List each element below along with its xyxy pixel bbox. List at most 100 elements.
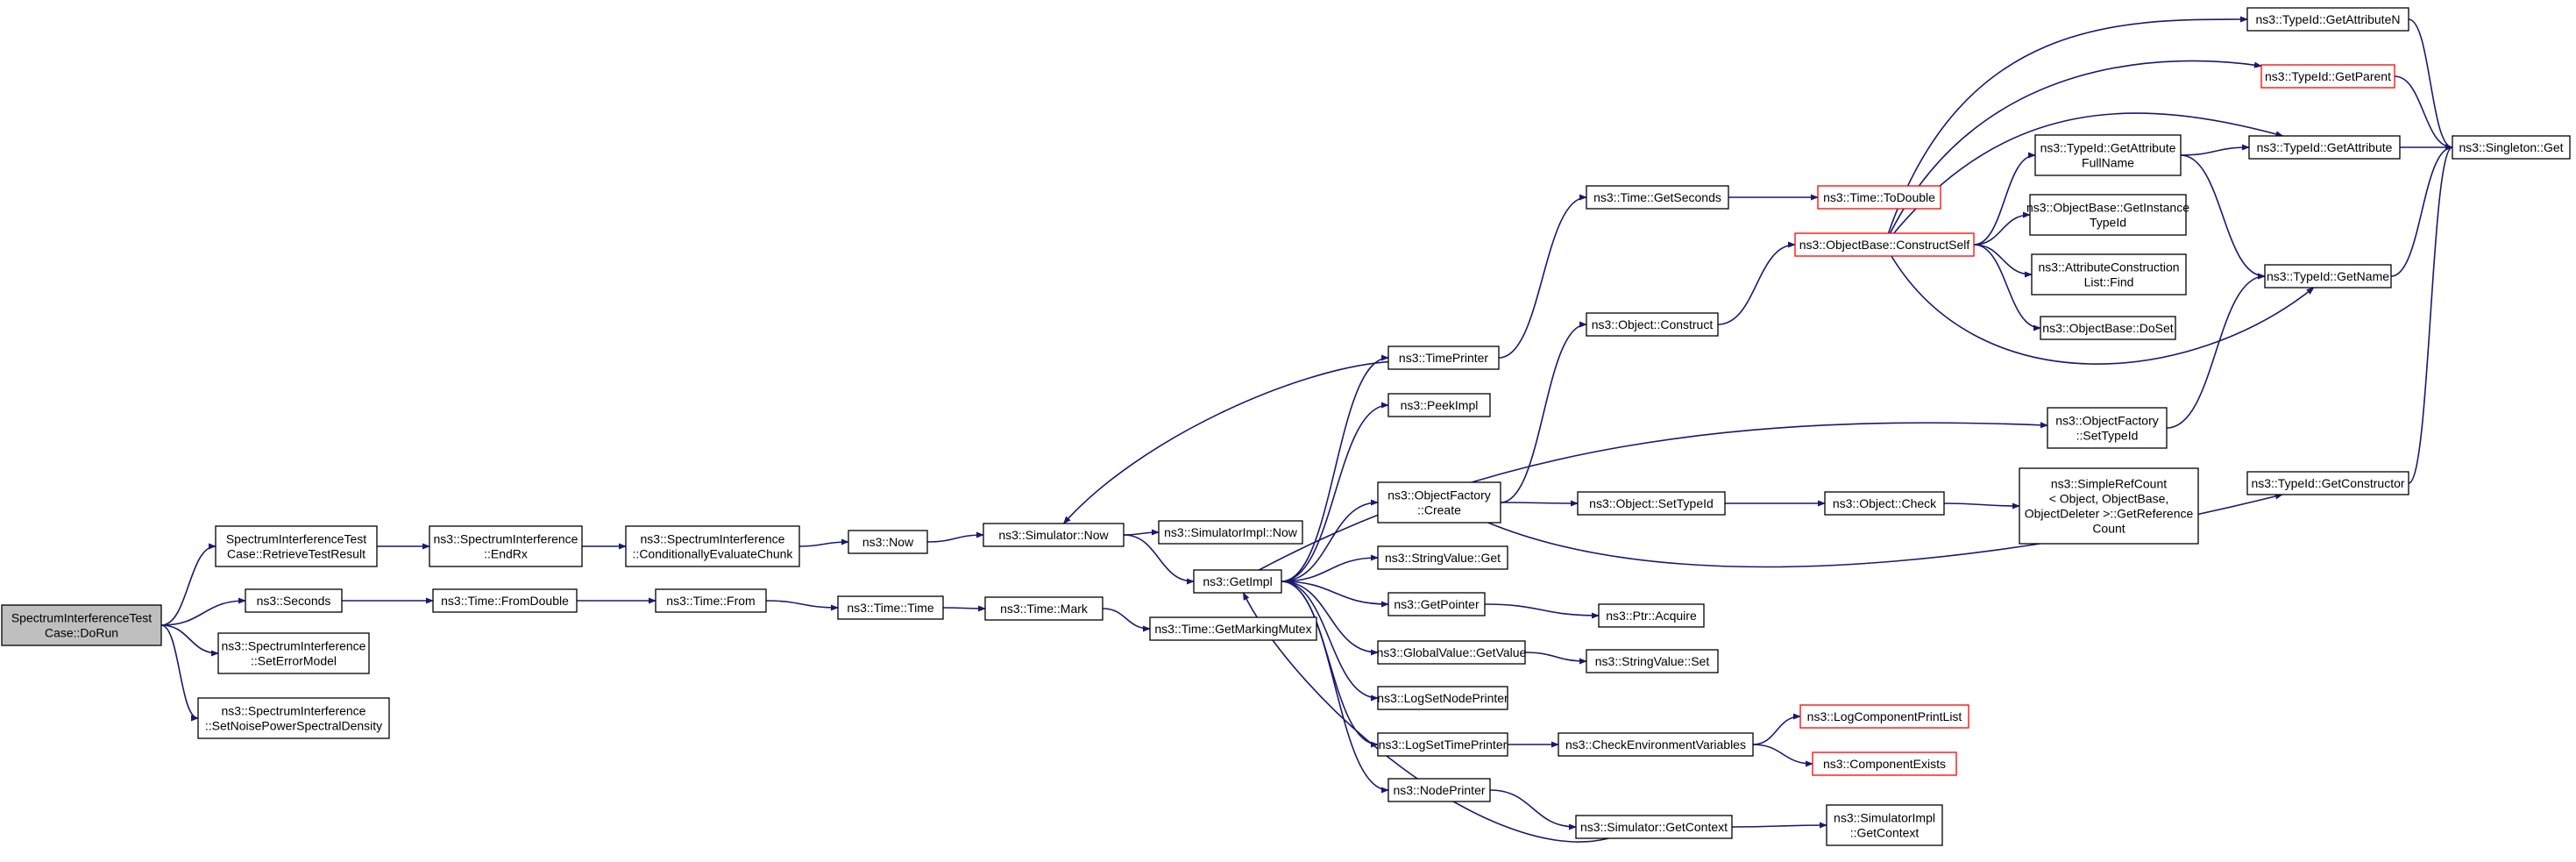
node-label-endRx-1: ::EndRx xyxy=(484,547,528,561)
node-toDouble[interactable]: ns3::Time::ToDouble xyxy=(1817,185,1941,210)
node-nodePrinter[interactable]: ns3::NodePrinter xyxy=(1387,778,1491,802)
node-ofSetTypeId[interactable]: ns3::ObjectFactory::SetTypeId xyxy=(2047,407,2168,449)
node-label-simImplNow-0: ns3::SimulatorImpl::Now xyxy=(1164,525,1298,539)
node-timePrinter[interactable]: ns3::TimePrinter xyxy=(1387,346,1500,370)
node-label-simImplGetContext-1: ::GetContext xyxy=(1850,826,1920,840)
node-box-stringValueGet xyxy=(1377,545,1508,570)
node-getAttribute[interactable]: ns3::TypeId::GetAttribute xyxy=(2248,135,2401,160)
node-globalGetValue[interactable]: ns3::GlobalValue::GetValue xyxy=(1377,640,1527,665)
node-timeMark[interactable]: ns3::Time::Mark xyxy=(984,596,1103,621)
node-label-ofCreate-1: ::Create xyxy=(1417,503,1461,517)
node-box-getParent xyxy=(2260,64,2395,89)
node-label-getPointer-0: ns3::GetPointer xyxy=(1394,597,1480,611)
node-getPointer[interactable]: ns3::GetPointer xyxy=(1387,592,1486,616)
call-edge-getAttrFullName-to-getAttribute xyxy=(2180,144,2250,156)
node-endRx[interactable]: ns3::SpectrumInterference::EndRx xyxy=(429,525,583,567)
node-label-retrieve-0: SpectrumInterferenceTest xyxy=(226,532,366,546)
node-label-getImpl-0: ns3::GetImpl xyxy=(1203,574,1272,588)
node-objCheck[interactable]: ns3::Object::Check xyxy=(1824,491,1945,516)
call-edge-constructSelf-to-getInstanceTypeId xyxy=(1973,211,2031,246)
node-box-timeMark xyxy=(984,596,1103,621)
node-peekImpl[interactable]: ns3::PeekImpl xyxy=(1387,393,1491,417)
node-constructSelf[interactable]: ns3::ObjectBase::ConstructSelf xyxy=(1794,232,1975,257)
call-edge-doRun-to-seconds xyxy=(160,597,246,626)
node-stringValueGet[interactable]: ns3::StringValue::Get xyxy=(1377,545,1508,570)
node-box-setNoise xyxy=(197,697,390,739)
node-getImpl[interactable]: ns3::GetImpl xyxy=(1193,569,1282,594)
node-logCompList[interactable]: ns3::LogComponentPrintList xyxy=(1799,704,1969,729)
node-label-getAttribute-0: ns3::TypeId::GetAttribute xyxy=(2257,140,2393,154)
call-edge-getImpl-to-ofCreate xyxy=(1281,499,1379,582)
node-now[interactable]: ns3::Now xyxy=(848,530,928,554)
node-label-getParent-0: ns3::TypeId::GetParent xyxy=(2265,69,2391,83)
node-timeTime[interactable]: ns3::Time::Time xyxy=(837,595,944,620)
node-label-retrieve-1: Case::RetrieveTestResult xyxy=(227,547,365,561)
node-box-getConstructor xyxy=(2246,471,2409,495)
call-edge-condEval-to-now xyxy=(798,538,849,547)
node-logSetNode[interactable]: ns3::LogSetNodePrinter xyxy=(1377,686,1508,710)
node-box-now xyxy=(848,530,928,554)
node-simNow[interactable]: ns3::Simulator::Now xyxy=(983,523,1125,547)
node-label-getName-0: ns3::TypeId::GetName xyxy=(2267,269,2389,283)
call-edge-getImpl-to-peekImpl xyxy=(1281,402,1389,582)
node-getConstructor[interactable]: ns3::TypeId::GetConstructor xyxy=(2246,471,2409,495)
node-simImplNow[interactable]: ns3::SimulatorImpl::Now xyxy=(1158,520,1303,545)
call-edge-globalGetValue-to-stringValueSet xyxy=(1524,652,1587,665)
call-edge-getImpl-to-stringValueGet xyxy=(1281,554,1379,582)
node-retrieve[interactable]: SpectrumInterferenceTestCase::RetrieveTe… xyxy=(215,525,378,567)
node-objConstruct[interactable]: ns3::Object::Construct xyxy=(1586,312,1719,337)
node-checkEnv[interactable]: ns3::CheckEnvironmentVariables xyxy=(1558,732,1754,757)
node-simImplGetContext[interactable]: ns3::SimulatorImpl::GetContext xyxy=(1826,804,1943,846)
node-label-timeFrom-0: ns3::Time::From xyxy=(666,594,755,608)
node-markingMutex[interactable]: ns3::Time::GetMarkingMutex xyxy=(1149,616,1317,641)
node-compExists[interactable]: ns3::ComponentExists xyxy=(1812,752,1957,776)
node-objSetTypeId[interactable]: ns3::Object::SetTypeId xyxy=(1577,491,1726,516)
node-label-simpleRefCount-3: Count xyxy=(2092,522,2125,536)
node-box-objSetTypeId xyxy=(1577,491,1726,516)
call-edge-getImpl-to-ofSetTypeId xyxy=(1259,422,2048,571)
node-label-doRun-0: SpectrumInterferenceTest xyxy=(11,611,152,625)
node-setErrorModel[interactable]: ns3::SpectrumInterference::SetErrorModel xyxy=(217,632,370,674)
node-box-doRun xyxy=(1,604,162,646)
call-edge-constructSelf-to-getAttributeN xyxy=(1887,16,2248,234)
node-simGetContext[interactable]: ns3::Simulator::GetContext xyxy=(1575,815,1733,839)
call-edge-simGetContext-to-getImpl xyxy=(1242,592,1609,843)
node-label-getAttrFullName-1: FullName xyxy=(2082,156,2134,170)
node-label-fromDouble-0: ns3::Time::FromDouble xyxy=(441,594,569,608)
node-label-doRun-1: Case::DoRun xyxy=(45,626,118,640)
node-box-checkEnv xyxy=(1558,732,1754,757)
node-ptrAcquire[interactable]: ns3::Ptr::Acquire xyxy=(1598,603,1705,628)
node-box-seconds xyxy=(245,588,343,613)
node-getSeconds[interactable]: ns3::Time::GetSeconds xyxy=(1586,185,1729,210)
node-seconds[interactable]: ns3::Seconds xyxy=(245,588,343,613)
node-label-now-0: ns3::Now xyxy=(862,535,914,549)
call-edge-getImpl-to-logSetTime xyxy=(1281,581,1379,748)
node-condEval[interactable]: ns3::SpectrumInterference::Conditionally… xyxy=(625,525,800,567)
node-singletonGet[interactable]: ns3::Singleton::Get xyxy=(2452,135,2571,160)
call-edge-constructSelf-to-getAttrFullName xyxy=(1973,152,2036,246)
node-simpleRefCount[interactable]: ns3::SimpleRefCount< Object, ObjectBase,… xyxy=(2019,467,2199,545)
call-edge-getParent-to-singletonGet xyxy=(2394,75,2453,151)
node-getParent[interactable]: ns3::TypeId::GetParent xyxy=(2260,64,2395,89)
node-stringValueSet[interactable]: ns3::StringValue::Set xyxy=(1586,649,1719,673)
node-label-timeMark-0: ns3::Time::Mark xyxy=(1000,602,1089,616)
node-label-objSetTypeId-0: ns3::Object::SetTypeId xyxy=(1589,496,1714,510)
node-label-doSet-0: ns3::ObjectBase::DoSet xyxy=(2042,321,2174,335)
call-edge-getPointer-to-ptrAcquire xyxy=(1484,603,1600,619)
node-getName[interactable]: ns3::TypeId::GetName xyxy=(2264,264,2392,289)
call-edge-timeFrom-to-timeTime xyxy=(765,600,839,611)
node-setNoise[interactable]: ns3::SpectrumInterference::SetNoisePower… xyxy=(197,697,390,739)
node-doSet[interactable]: ns3::ObjectBase::DoSet xyxy=(2040,316,2176,340)
node-box-objCheck xyxy=(1824,491,1945,516)
node-ofCreate[interactable]: ns3::ObjectFactory::Create xyxy=(1377,481,1501,524)
node-logSetTime[interactable]: ns3::LogSetTimePrinter xyxy=(1377,732,1508,757)
node-getAttributeN[interactable]: ns3::TypeId::GetAttributeN xyxy=(2246,7,2409,32)
node-timeFrom[interactable]: ns3::Time::From xyxy=(655,588,767,613)
node-label-singletonGet-0: ns3::Singleton::Get xyxy=(2459,140,2563,154)
call-edge-doRun-to-setNoise xyxy=(160,624,199,722)
node-fromDouble[interactable]: ns3::Time::FromDouble xyxy=(432,588,578,613)
